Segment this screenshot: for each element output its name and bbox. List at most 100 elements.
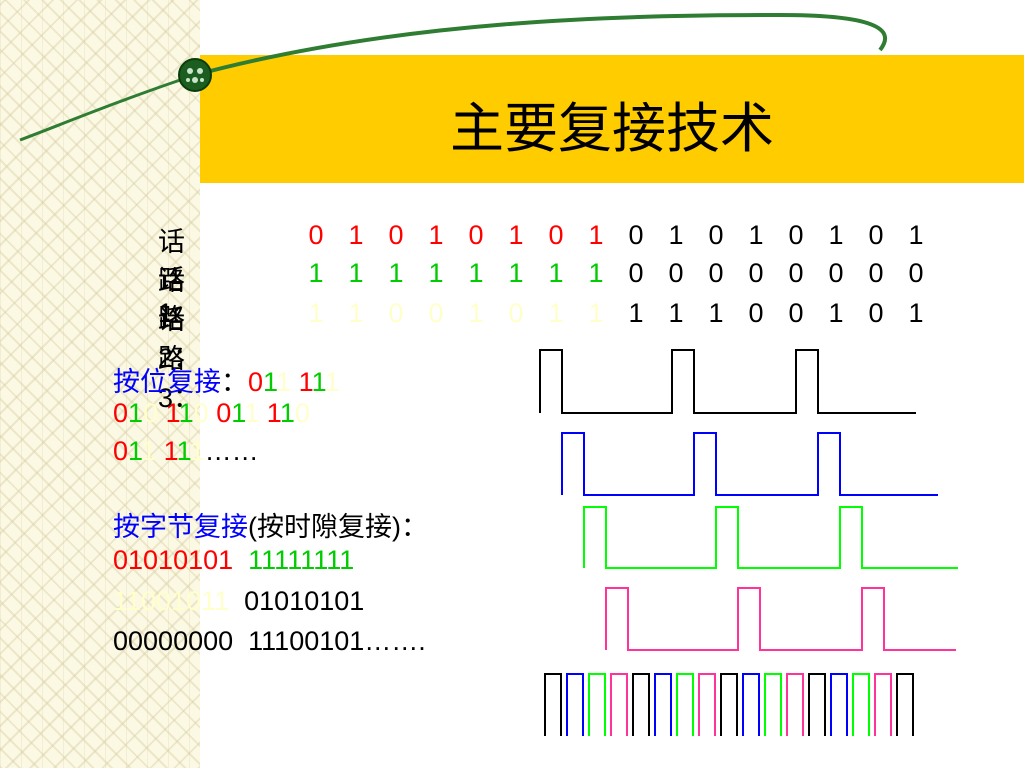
- combined-pulse: [632, 673, 650, 736]
- bit: 1: [548, 298, 564, 328]
- byte-mux-heading: 按字节复接: [113, 512, 248, 542]
- byte-mux-note: (按时隙复接): [248, 512, 401, 542]
- bit: 0: [908, 258, 924, 288]
- byte-mux-line-2: 11001011 01010101: [113, 586, 364, 617]
- bit: 1: [748, 220, 764, 250]
- waveform-line-4: [605, 587, 956, 651]
- ellipsis: ……: [204, 436, 259, 466]
- combined-pulse: [544, 673, 562, 736]
- bit: 1: [668, 298, 684, 328]
- combined-pulse: [852, 673, 870, 736]
- green-dot-icon: [178, 58, 212, 92]
- bit: 1: [508, 258, 524, 288]
- title-band: [200, 55, 1024, 183]
- byte-mux-line-1: 01010101 11111111: [113, 545, 354, 576]
- bit: 0: [628, 220, 644, 250]
- bit: 0: [868, 258, 884, 288]
- bit: 0: [388, 220, 404, 250]
- mux-bit: 1: [263, 367, 278, 397]
- mux-bit: 1: [231, 398, 245, 428]
- bit: 0: [628, 258, 644, 288]
- bit: 0: [788, 298, 804, 328]
- channel-label: 话路3：: [158, 305, 201, 413]
- combined-pulse: [896, 673, 914, 736]
- bit-mux-line-2: 010 110 011 110: [113, 398, 310, 429]
- mux-bit: 1: [128, 398, 144, 428]
- mux-bit: 1: [277, 367, 292, 397]
- mux-bit: 1: [163, 436, 178, 466]
- bit: 0: [388, 298, 404, 328]
- mux-bit: 1: [128, 436, 143, 466]
- ellipsis: …….: [364, 626, 426, 656]
- bit-mux-line-1: 按位复接：011 111: [113, 360, 340, 399]
- bit: 1: [588, 220, 604, 250]
- bit: 0: [868, 298, 884, 328]
- combined-pulse: [764, 673, 782, 736]
- bit: 1: [828, 298, 844, 328]
- bit: 1: [908, 220, 924, 250]
- bit: 1: [348, 258, 364, 288]
- bit-mux-line-3: 011 111……: [113, 436, 259, 467]
- byte-value: 11100101: [248, 626, 365, 656]
- bit: 1: [428, 258, 444, 288]
- bit-mux-colon: ：: [221, 367, 248, 397]
- bit: 0: [708, 220, 724, 250]
- bit: 0: [708, 258, 724, 288]
- bit: 0: [788, 220, 804, 250]
- bit: 1: [588, 298, 604, 328]
- combined-pulse: [874, 673, 892, 736]
- mux-bit: 1: [298, 367, 313, 397]
- mux-bit: 0: [113, 436, 129, 466]
- mux-bit: 0: [294, 398, 310, 428]
- bit: 1: [628, 298, 644, 328]
- combined-pulse: [588, 673, 606, 736]
- bit: 1: [468, 298, 484, 328]
- combined-pulse: [676, 673, 694, 736]
- waveform-line-2: [561, 432, 938, 496]
- bit: 1: [308, 258, 324, 288]
- bit: 1: [468, 258, 484, 288]
- mux-bit: 0: [216, 398, 232, 428]
- bit: 1: [508, 220, 524, 250]
- bit: 0: [548, 220, 564, 250]
- bit: 0: [748, 298, 764, 328]
- byte-value: 01010101: [244, 586, 365, 616]
- mux-bit: 0: [113, 398, 129, 428]
- bit: 1: [708, 298, 724, 328]
- waveform-line-3: [583, 506, 958, 569]
- mux-bit: 1: [244, 398, 260, 428]
- bit: 0: [668, 258, 684, 288]
- byte-mux-line-0: 按字节复接(按时隙复接)：: [113, 505, 428, 544]
- mux-bit: 1: [177, 436, 191, 466]
- bit: 1: [348, 220, 364, 250]
- byte-mux-line-3: 00000000 11100101…….: [113, 626, 426, 657]
- bit: 0: [468, 220, 484, 250]
- bit: 1: [588, 258, 604, 288]
- mux-bit: 1: [178, 398, 194, 428]
- combined-pulse: [698, 673, 716, 736]
- combined-pulse: [566, 673, 584, 736]
- combined-pulse: [610, 673, 628, 736]
- mux-bit: 0: [193, 398, 209, 428]
- waveform-line-1: [539, 349, 916, 414]
- combined-pulse: [742, 673, 760, 736]
- mux-bit: 1: [165, 398, 179, 428]
- bit: 1: [348, 298, 364, 328]
- channel-label: 话路2：: [158, 265, 201, 373]
- bit: 1: [308, 298, 324, 328]
- byte-value: 00000000: [113, 626, 234, 656]
- bit: 0: [308, 220, 324, 250]
- bit: 0: [868, 220, 884, 250]
- mux-bit: 1: [190, 436, 205, 466]
- mux-bit: 1: [279, 398, 295, 428]
- byte-value: 11001011: [113, 586, 230, 616]
- bit: 1: [828, 220, 844, 250]
- bit: 0: [748, 258, 764, 288]
- bit: 0: [428, 298, 444, 328]
- combined-pulse: [720, 673, 738, 736]
- bit: 0: [788, 258, 804, 288]
- bit: 1: [548, 258, 564, 288]
- combined-pulse: [654, 673, 672, 736]
